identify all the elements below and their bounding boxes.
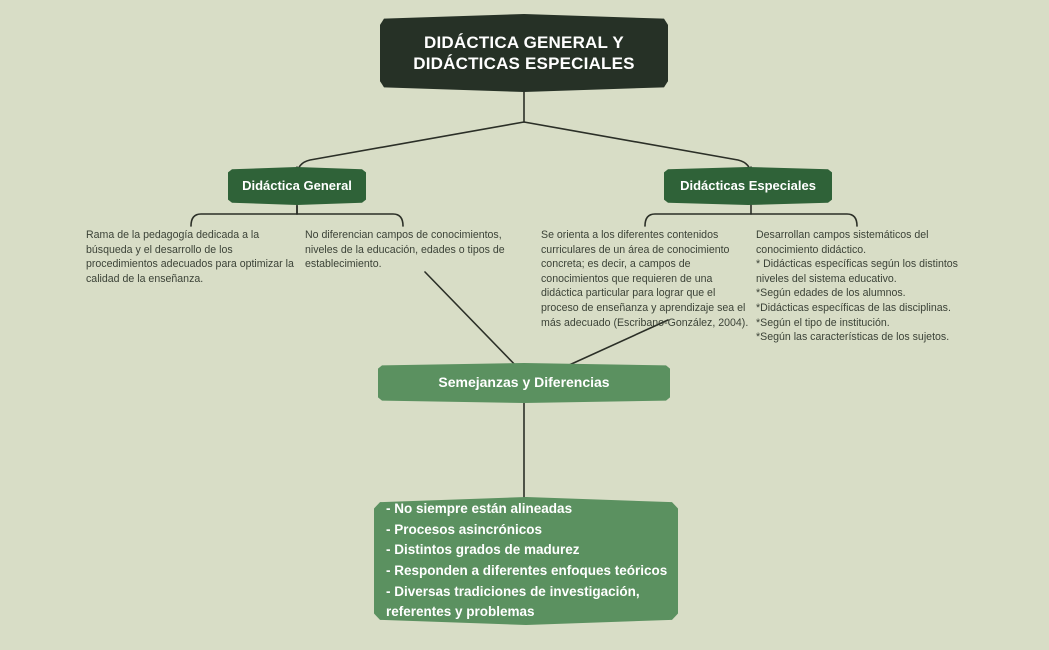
node-semejanzas-label: Semejanzas y Diferencias — [438, 374, 610, 391]
node-root-didactica-general-y-especiales[interactable]: DIDÁCTICA GENERAL Y DIDÁCTICAS ESPECIALE… — [380, 14, 668, 92]
list-item: - Diversas tradiciones de investigación,… — [386, 583, 640, 620]
node-didactica-general-label: Didáctica General — [242, 177, 352, 193]
leaf-general-definicion: Rama de la pedagogía dedicada a la búsqu… — [86, 229, 294, 285]
connector-leaf2-to-semejanzas — [424, 271, 522, 372]
node-root-label: DIDÁCTICA GENERAL Y DIDÁCTICAS ESPECIALE… — [413, 32, 635, 73]
connector-general-bracket — [190, 213, 404, 227]
node-semejanzas-y-diferencias[interactable]: Semejanzas y Diferencias — [378, 363, 670, 403]
connector-root-to-general — [296, 121, 525, 177]
list-item: - Procesos asincrónicos — [386, 521, 543, 537]
list-item: - Distintos grados de madurez — [386, 542, 580, 558]
leaf-especiales-caracteristicas: Desarrollan campos sistemáticos del cono… — [756, 229, 958, 344]
leaf-especiales-definicion: Se orienta a los diferentes contenidos c… — [541, 229, 749, 329]
leaf-general-caracteristicas: No diferencian campos de conocimientos, … — [305, 229, 505, 271]
list-item: - Responden a diferentes enfoques teóric… — [386, 563, 668, 578]
list-item: - No siempre están alineadas — [386, 501, 573, 517]
node-didactica-general[interactable]: Didáctica General — [228, 167, 366, 205]
node-didacticas-especiales-label: Didácticas Especiales — [680, 177, 816, 193]
node-didacticas-especiales[interactable]: Didácticas Especiales — [664, 167, 832, 205]
node-conclusiones[interactable]: - No siempre están alineadas - Procesos … — [374, 497, 678, 625]
connector-especiales-bracket — [644, 213, 858, 227]
conclusiones-list: - No siempre están alineadas - Procesos … — [386, 499, 667, 622]
